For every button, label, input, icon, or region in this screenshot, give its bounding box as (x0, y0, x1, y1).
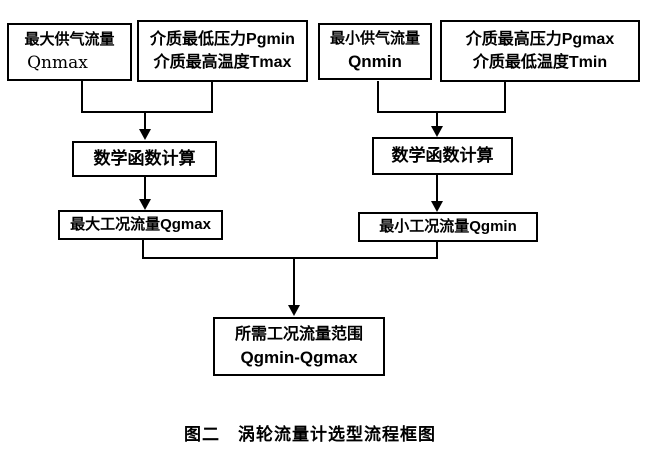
arrowhead-down-icon (431, 126, 443, 137)
node-result-line1: 所需工况流量范围 (234, 325, 363, 343)
node-pgmax-tmin-line2: 介质最低温度Tmin (472, 54, 608, 71)
node-calc-right-label: 数学函数计算 (391, 145, 494, 165)
node-calc-left: 数学函数计算 (72, 141, 217, 177)
node-pgmin-tmax-line2: 介质最高温度Tmax (153, 54, 292, 71)
connector-top-right (377, 81, 506, 113)
node-qgmin-label: 最小工况流量Qgmin (379, 218, 517, 236)
node-calc-right: 数学函数计算 (372, 137, 513, 175)
node-qnmin: 最小供气流量 Qnmin (318, 23, 432, 80)
node-calc-left-label: 数学函数计算 (93, 148, 196, 168)
arrowhead-down-icon (139, 129, 151, 140)
node-qgmax: 最大工况流量Qgmax (58, 210, 223, 240)
arrowhead-down-icon (139, 199, 151, 210)
node-pgmax-tmin-line1: 介质最高压力Pgmax (465, 30, 615, 48)
node-qnmax-line1: 最大供气流量 (24, 30, 115, 48)
node-pgmin-tmax: 介质最低压力Pgmin 介质最高温度Tmax (137, 20, 308, 82)
connector-bottom-merge (142, 240, 438, 259)
node-qnmax-line2: Qnmax (27, 52, 88, 73)
node-pgmin-tmax-line1: 介质最低压力Pgmin (150, 30, 295, 48)
figure-caption: 图二 涡轮流量计选型流程框图 (184, 425, 436, 444)
arrowhead-down-icon (288, 305, 300, 316)
node-result-range: 所需工况流量范围 Qgmin-Qgmax (213, 317, 385, 376)
node-qnmax: 最大供气流量 Qnmax (7, 23, 132, 81)
node-qnmin-line1: 最小供气流量 (329, 30, 420, 48)
node-pgmax-tmin: 介质最高压力Pgmax 介质最低温度Tmin (440, 20, 640, 82)
node-qgmax-label: 最大工况流量Qgmax (70, 216, 211, 234)
node-qnmin-line2: Qnmin (348, 52, 402, 72)
node-result-line2: Qgmin-Qgmax (240, 347, 358, 367)
connector-top-left (81, 81, 213, 113)
node-qgmin: 最小工况流量Qgmin (358, 212, 538, 242)
arrowhead-down-icon (431, 201, 443, 212)
